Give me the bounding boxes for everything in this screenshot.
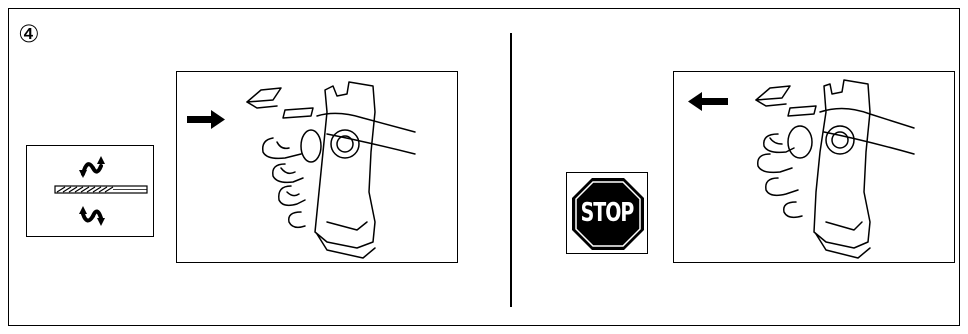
arrow-left-icon <box>688 92 728 111</box>
drill-handle-illustration-right <box>674 72 956 264</box>
illustration-box-left <box>176 71 458 263</box>
arrow-right-icon <box>187 110 225 129</box>
rotation-diagram <box>27 146 155 238</box>
stop-sign-label: STOP <box>567 159 647 267</box>
stop-sign-box: STOP <box>566 172 648 254</box>
step-number: ④ <box>18 22 40 46</box>
drill-handle-illustration-left <box>177 72 459 264</box>
rotation-arrowhead-top-icon <box>79 170 87 178</box>
panel-divider <box>510 33 512 307</box>
drill-bit-icon <box>55 186 147 193</box>
illustration-box-right <box>673 71 955 263</box>
rotation-mode-box <box>26 145 154 237</box>
